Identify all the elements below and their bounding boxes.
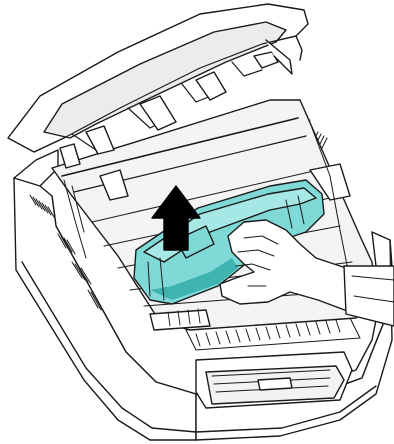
tray-handle — [258, 378, 292, 390]
paper-tray-icon — [196, 352, 352, 408]
